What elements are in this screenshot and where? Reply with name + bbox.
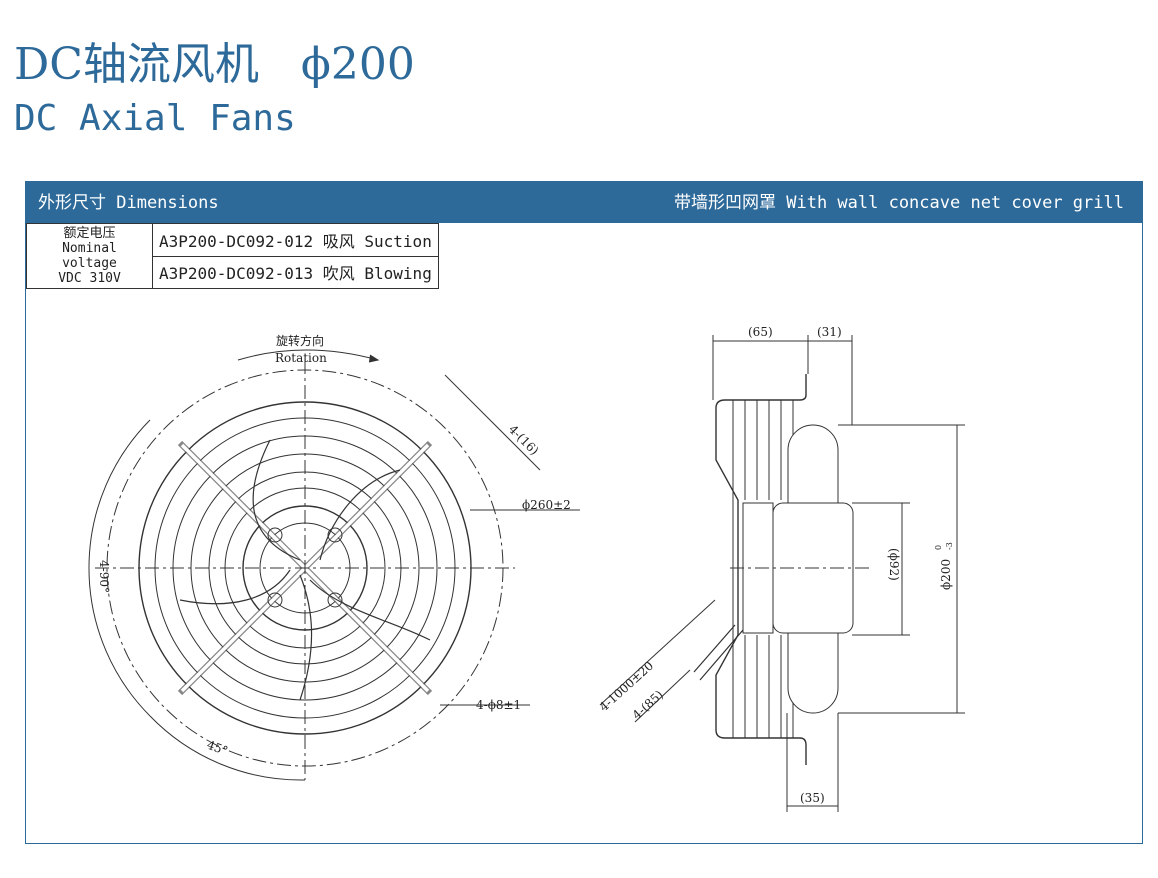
dim-strip: 4-(85) — [630, 688, 666, 723]
side-view: (65) (31) (ϕ92) ϕ200 0 -3 4-1000±20 4-(8… — [597, 325, 965, 812]
page-subtitle: DC Axial Fans — [14, 98, 296, 139]
dim-200-tol-upper: 0 — [934, 545, 943, 550]
rotation-en: Rotation — [275, 351, 327, 365]
dimensions-panel: 外形尺寸 Dimensions 带墙形凹网罩 With wall concave… — [25, 181, 1143, 844]
dim-200: ϕ200 — [939, 559, 953, 590]
dim-angle-45: 45° — [205, 738, 230, 758]
header-right: 带墙形凹网罩 With wall concave net cover grill — [674, 193, 1124, 213]
dim-slot: 4-(16) — [506, 422, 542, 458]
dim-31: (31) — [817, 325, 842, 339]
dim-65: (65) — [748, 325, 773, 339]
model-suction: A3P200-DC092-012 吸风 Suction — [152, 223, 439, 257]
dim-hole: 4-ϕ8±1 — [476, 698, 521, 712]
model-blowing: A3P200-DC092-013 吹风 Blowing — [152, 255, 439, 289]
header-left: 外形尺寸 Dimensions — [38, 193, 219, 213]
front-view: 旋转方向 Rotation 4-(16) ϕ260±2 4-90° 4-ϕ8±1… — [88, 333, 580, 781]
voltage-value: VDC 310V — [58, 271, 121, 286]
dim-92: (ϕ92) — [887, 548, 901, 581]
page-title: DC轴流风机 ϕ200 — [14, 28, 415, 92]
panel-header: 外形尺寸 Dimensions 带墙形凹网罩 With wall concave… — [26, 182, 1142, 223]
voltage-cell: 额定电压 Nominal voltage VDC 310V — [26, 223, 153, 289]
dim-angle-90: 4-90° — [97, 560, 111, 593]
voltage-en: Nominal voltage — [62, 241, 117, 271]
voltage-cn: 额定电压 — [63, 226, 116, 241]
rotation-cn: 旋转方向 — [276, 333, 324, 348]
spec-table: 额定电压 Nominal voltage VDC 310V A3P200-DC0… — [26, 223, 439, 289]
title-size: ϕ200 — [300, 39, 415, 90]
dim-200-tol-lower: -3 — [945, 542, 954, 550]
dim-outer: ϕ260±2 — [522, 498, 571, 512]
dim-35: (35) — [800, 791, 825, 805]
title-cn: DC轴流风机 — [14, 39, 259, 90]
